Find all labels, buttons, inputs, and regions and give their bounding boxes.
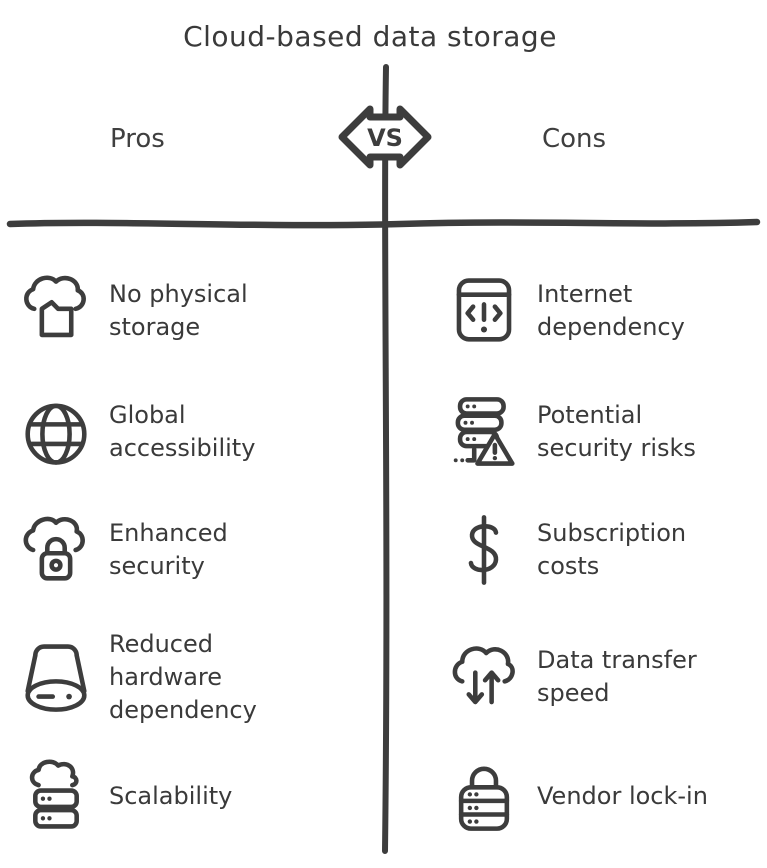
vs-label: VS <box>367 124 403 152</box>
pros-item: Enhanced security <box>20 495 320 605</box>
horizontal-divider <box>6 218 761 229</box>
cloud-transfer-icon <box>452 646 515 705</box>
pros-item-label: Reduced hardware dependency <box>109 629 257 724</box>
pros-item-label: Scalability <box>109 781 233 810</box>
pros-header: Pros <box>110 124 165 154</box>
cons-item: Data transfer speed <box>448 617 748 737</box>
vs-badge: VS <box>337 100 433 174</box>
cons-item-label: Vendor lock-in <box>537 781 708 810</box>
cloud-lock-icon <box>23 516 85 581</box>
cons-item-label: Subscription costs <box>537 519 687 580</box>
pros-item: Scalability <box>20 741 320 851</box>
cons-item-label: Potential security risks <box>537 401 696 462</box>
pros-item-label: Global accessibility <box>109 401 256 462</box>
pros-item-label: No physical storage <box>109 280 248 341</box>
cons-item: Internet dependency <box>448 256 748 366</box>
servers-warning-icon <box>453 397 515 466</box>
cons-item-label: Data transfer speed <box>537 646 697 707</box>
page-title: Cloud-based data storage <box>183 20 557 53</box>
server-lock-icon <box>458 766 510 831</box>
pros-item-label: Enhanced security <box>109 519 228 580</box>
vertical-divider <box>382 64 390 854</box>
browser-alert-icon <box>456 278 512 342</box>
cons-header: Cons <box>542 124 607 154</box>
pros-item: Reduced hardware dependency <box>20 617 320 737</box>
pros-item: Global accessibility <box>20 377 320 487</box>
hard-drive-icon <box>25 644 87 712</box>
cons-item: Potential security risks <box>448 377 748 487</box>
cons-item-label: Internet dependency <box>537 280 685 341</box>
dollar-icon <box>468 515 499 585</box>
pros-item: No physical storage <box>20 256 320 366</box>
cons-item: Vendor lock-in <box>448 741 748 851</box>
cloud-servers-icon <box>29 759 79 829</box>
cloud-folder-icon <box>24 275 86 338</box>
cons-item: Subscription costs <box>448 495 748 605</box>
globe-icon <box>25 403 87 465</box>
vs-arrow-icon: VS <box>338 105 432 169</box>
